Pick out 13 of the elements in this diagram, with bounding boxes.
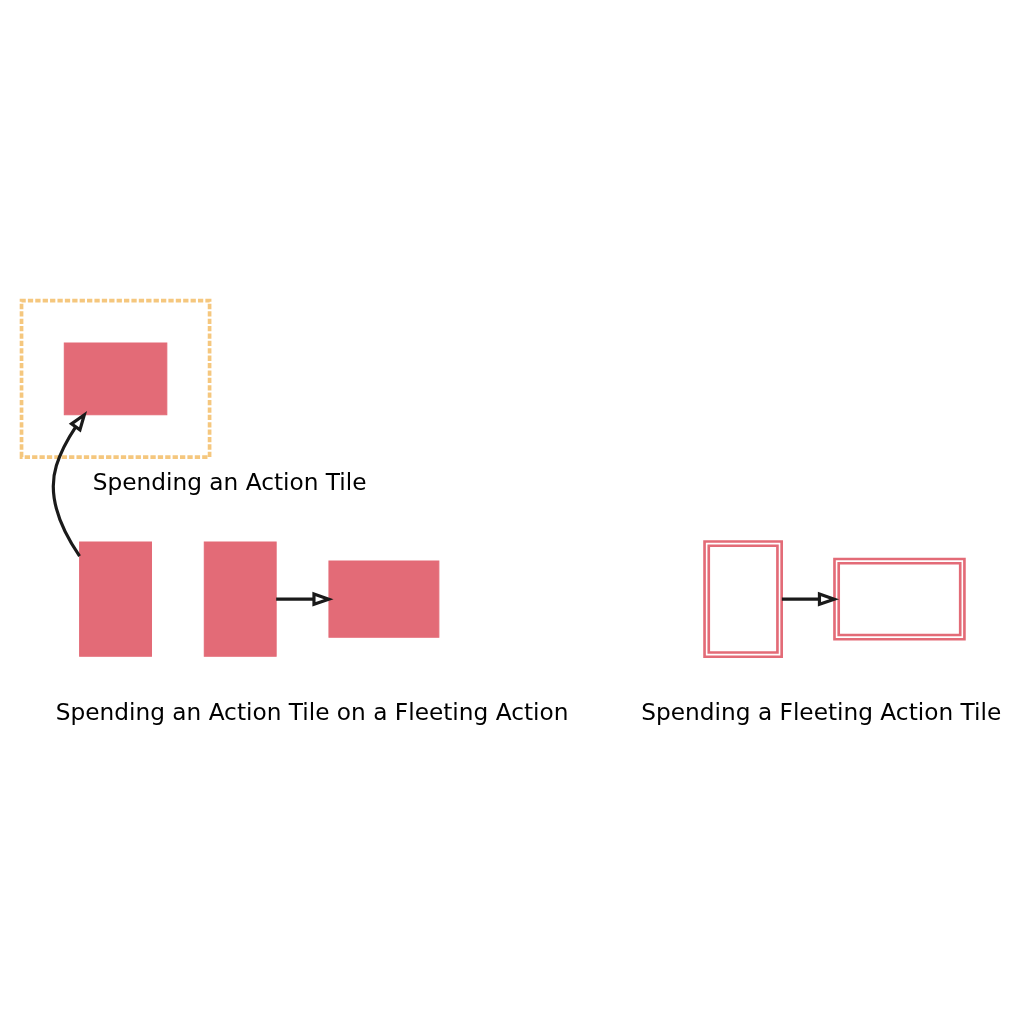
node-box bbox=[63, 341, 168, 415]
label: Spending an Action Tile on a Fleeting Action bbox=[55, 697, 569, 725]
label: Spending an Action Tile bbox=[92, 467, 367, 495]
node-box bbox=[703, 539, 783, 658]
node-box bbox=[203, 541, 277, 657]
arrow bbox=[276, 591, 334, 607]
cluster bbox=[19, 298, 212, 459]
arrow bbox=[781, 591, 840, 607]
node-box bbox=[833, 557, 966, 641]
node-box bbox=[328, 560, 440, 638]
arrow bbox=[51, 410, 88, 557]
node-box bbox=[79, 541, 152, 657]
label: Spending a Fleeting Action Tile bbox=[641, 697, 1002, 725]
